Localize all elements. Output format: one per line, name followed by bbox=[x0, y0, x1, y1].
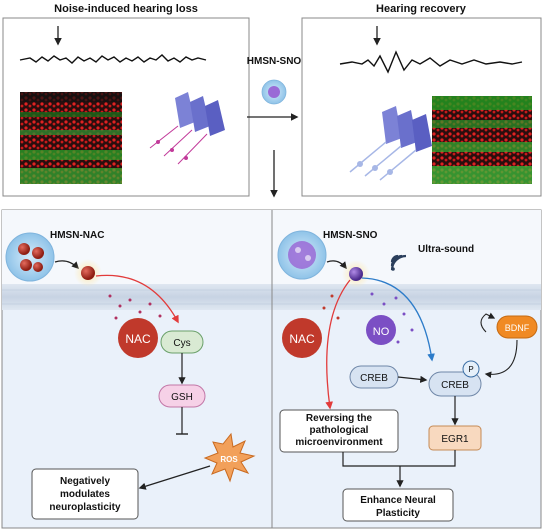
hair-cells-recovered bbox=[349, 106, 432, 181]
nac-label-left: NAC bbox=[125, 332, 151, 346]
cys-label: Cys bbox=[173, 338, 190, 349]
no-to-creb-arrow bbox=[361, 277, 435, 362]
noise-panel: Noise-induced hearing loss bbox=[2, 3, 250, 197]
recovery-panel-title: Hearing recovery bbox=[376, 3, 467, 15]
bdnf-to-creb-arrow bbox=[484, 339, 518, 378]
nac-circle-right bbox=[282, 318, 322, 358]
phospho-badge bbox=[462, 360, 480, 378]
cochlea-micrograph-right bbox=[432, 96, 532, 184]
neuroplasticity-box bbox=[31, 468, 139, 520]
nac-to-reversing-arrow bbox=[325, 279, 351, 410]
creb-label-right: CREB bbox=[441, 380, 469, 391]
diffusion-dots-red bbox=[322, 294, 340, 320]
nac-to-cys-arrow bbox=[95, 274, 179, 324]
gsh-label: GSH bbox=[171, 392, 193, 403]
middle-treatment-label: HMSN-SNO bbox=[247, 56, 302, 67]
merge-line bbox=[342, 450, 456, 467]
waveform-right bbox=[339, 50, 523, 74]
reversing-box bbox=[279, 409, 399, 453]
no-label: NO bbox=[373, 326, 390, 338]
noise-panel-title: Noise-induced hearing loss bbox=[54, 3, 198, 15]
hmsn-nac-nanoparticle bbox=[5, 232, 55, 282]
hmsn-sno-nanoparticle bbox=[277, 230, 327, 280]
ultrasound-label: Ultra-sound bbox=[418, 244, 474, 255]
enhance-line-1: Enhance Neural bbox=[360, 495, 436, 506]
ros-label: ROS bbox=[220, 455, 238, 464]
egr1-label: EGR1 bbox=[441, 434, 469, 445]
nac-particle-released bbox=[81, 266, 95, 280]
p-to-bdnf-arrow bbox=[480, 312, 496, 333]
reversing-line-1: Reversing the bbox=[306, 413, 373, 424]
ultrasound-icon bbox=[390, 254, 407, 271]
hair-cells-damaged bbox=[149, 92, 225, 165]
ros-star bbox=[203, 432, 256, 483]
no-circle bbox=[366, 315, 396, 345]
right-mechanism: HMSN-SNO Ultra-sound NAC bbox=[277, 230, 538, 522]
recovery-panel: Hearing recovery bbox=[301, 3, 542, 197]
bdnf-node bbox=[496, 315, 538, 339]
outcome-line-3: neuroplasticity bbox=[49, 502, 121, 513]
reversing-line-3: microenvironment bbox=[295, 437, 383, 448]
outcome-line-2: modulates bbox=[60, 489, 110, 500]
enhance-plasticity-box bbox=[342, 488, 454, 522]
hmsn-sno-particle-top bbox=[261, 79, 287, 105]
waveform-left bbox=[19, 54, 207, 64]
nac-label-right: NAC bbox=[289, 332, 315, 346]
left-mechanism: HMSN-NAC NAC Cys GSH ROS Negatively bbox=[5, 230, 256, 520]
hmsn-nac-title: HMSN-NAC bbox=[50, 230, 104, 241]
hmsn-sno-title: HMSN-SNO bbox=[323, 230, 378, 241]
sno-particle-released bbox=[349, 267, 363, 281]
cochlea-micrograph-left bbox=[20, 92, 122, 184]
phospho-label: P bbox=[468, 365, 473, 374]
nac-circle-left bbox=[118, 318, 158, 358]
bdnf-label: BDNF bbox=[505, 323, 530, 333]
enhance-line-2: Plasticity bbox=[376, 508, 420, 519]
ros-to-outcome-arrow bbox=[138, 465, 211, 490]
reversing-line-2: pathological bbox=[310, 425, 369, 436]
creb-to-creb-arrow bbox=[397, 375, 428, 383]
outcome-line-1: Negatively bbox=[60, 476, 110, 487]
creb-label-left: CREB bbox=[360, 373, 388, 384]
